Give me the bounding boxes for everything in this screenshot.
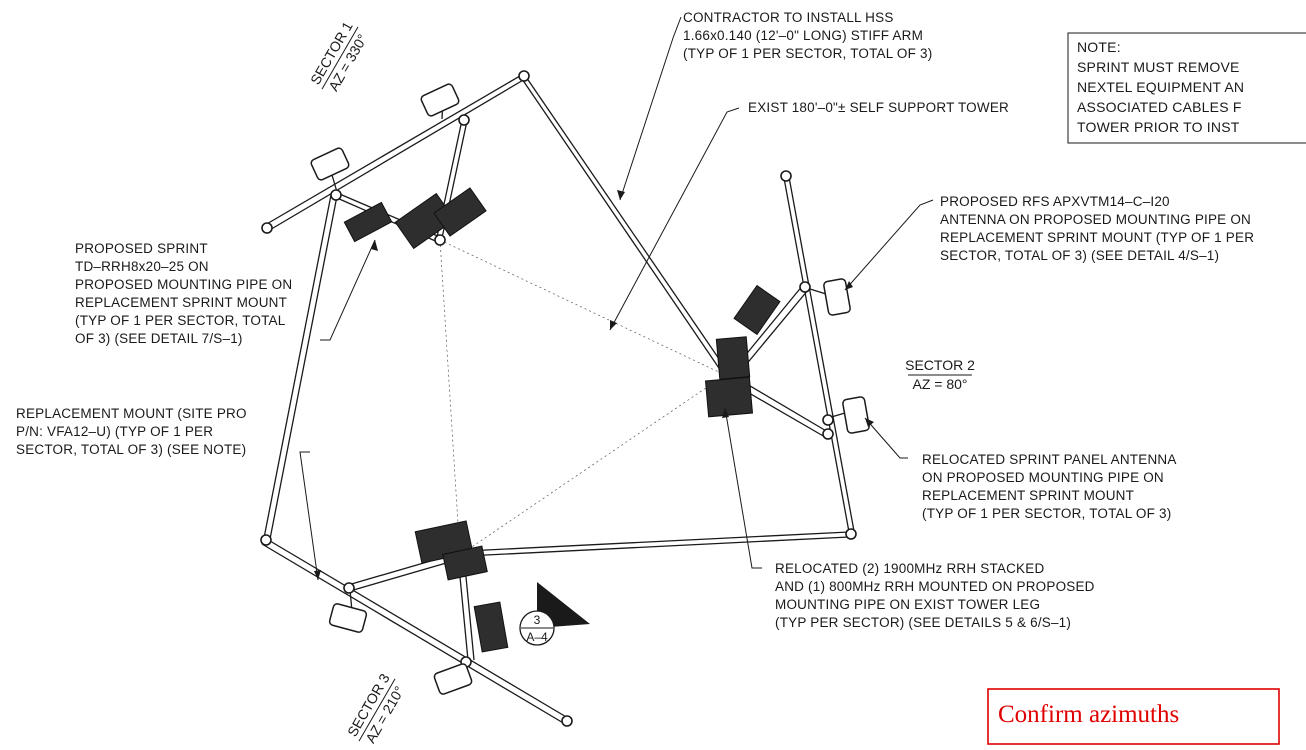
svg-text:(TYP OF 1 PER SECTOR, TOTAL OF: (TYP OF 1 PER SECTOR, TOTAL OF 3)	[683, 46, 932, 61]
svg-text:SECTOR, TOTAL OF 3) (SEE DETAI: SECTOR, TOTAL OF 3) (SEE DETAIL 4/S–1)	[940, 248, 1219, 263]
svg-text:CONTRACTOR TO INSTALL HSS: CONTRACTOR TO INSTALL HSS	[683, 10, 894, 25]
callout-sprint-rrh: PROPOSED SPRINT TD–RRH8x20–25 ON PROPOSE…	[75, 241, 292, 346]
sector-3-proposed-rrh	[473, 601, 509, 653]
detail-tag-number: 3	[534, 613, 541, 627]
sector-1-proposed-rrh	[343, 201, 393, 243]
note-line: SPRINT MUST REMOVE	[1077, 59, 1240, 75]
svg-text:SECTOR, TOTAL OF 3) (SEE NOTE): SECTOR, TOTAL OF 3) (SEE NOTE)	[16, 442, 246, 457]
callout-rfs-antenna: PROPOSED RFS APXVTM14–C–I20 ANTENNA ON P…	[940, 194, 1254, 263]
svg-text:REPLACEMENT SPRINT MOUNT (TYP: REPLACEMENT SPRINT MOUNT (TYP OF 1 PER	[940, 230, 1254, 245]
sector-3-antenna	[328, 603, 368, 633]
svg-text:PROPOSED SPRINT: PROPOSED SPRINT	[75, 241, 208, 256]
callout-contractor: CONTRACTOR TO INSTALL HSS 1.66x0.140 (12…	[683, 10, 932, 61]
sector-2-antenna	[842, 396, 870, 434]
leader-lines	[299, 16, 934, 581]
sector-1-rrh	[433, 187, 487, 237]
note-box: NOTE: SPRINT MUST REMOVE NEXTEL EQUIPMEN…	[1067, 32, 1306, 144]
svg-text:OF 3) (SEE DETAIL 7/S–1): OF 3) (SEE DETAIL 7/S–1)	[75, 331, 243, 346]
tower-leg-sightlines	[439, 239, 726, 556]
sector-2-rrh	[704, 376, 754, 418]
sector-1-antenna	[310, 147, 350, 181]
svg-text:MOUNTING PIPE ON EXIST TOWER L: MOUNTING PIPE ON EXIST TOWER LEG	[775, 597, 1040, 612]
sector-3-label: SECTOR 3 AZ = 210°	[344, 671, 407, 746]
detail-tag-sheet: A–4	[526, 630, 548, 644]
svg-text:AZ = 80°: AZ = 80°	[912, 376, 967, 392]
svg-text:REPLACEMENT SPRINT MOUNT: REPLACEMENT SPRINT MOUNT	[922, 488, 1134, 503]
note-line: NEXTEL EQUIPMENT AN	[1077, 79, 1244, 95]
sector-2-proposed-rrh	[733, 284, 781, 336]
svg-text:RELOCATED SPRINT PANEL ANTENNA: RELOCATED SPRINT PANEL ANTENNA	[922, 452, 1177, 467]
svg-text:AND (1) 800MHz RRH MOUNTED ON: AND (1) 800MHz RRH MOUNTED ON PROPOSED	[775, 579, 1095, 594]
sector-2-rrh	[715, 336, 751, 380]
note-line: ASSOCIATED CABLES F	[1077, 99, 1242, 115]
sector-1-antenna	[420, 83, 460, 117]
note-title: NOTE:	[1077, 39, 1121, 55]
svg-text:PROPOSED RFS APXVTM14–C–I20: PROPOSED RFS APXVTM14–C–I20	[940, 194, 1170, 209]
callout-replacement-mount: REPLACEMENT MOUNT (SITE PRO P/N: VFA12–U…	[16, 406, 247, 457]
svg-text:REPLACEMENT MOUNT (SITE PRO: REPLACEMENT MOUNT (SITE PRO	[16, 406, 247, 421]
sector-2-antenna	[823, 278, 851, 316]
sector-1-mount	[264, 72, 526, 244]
leader-arrowheads	[314, 190, 874, 580]
svg-text:EXIST 180'–0"± SELF SUPPORT TO: EXIST 180'–0"± SELF SUPPORT TOWER	[748, 100, 1009, 115]
svg-text:(TYP OF 1 PER SECTOR, TOTAL: (TYP OF 1 PER SECTOR, TOTAL	[75, 313, 286, 328]
callout-tower: EXIST 180'–0"± SELF SUPPORT TOWER	[748, 100, 1009, 115]
svg-text:(TYP OF 1 PER SECTOR, TOTAL OF: (TYP OF 1 PER SECTOR, TOTAL OF 3)	[922, 506, 1171, 521]
svg-text:ON PROPOSED MOUNTING PIPE ON: ON PROPOSED MOUNTING PIPE ON	[922, 470, 1164, 485]
svg-text:RELOCATED (2) 1900MHz RRH STAC: RELOCATED (2) 1900MHz RRH STACKED	[775, 561, 1044, 576]
svg-text:(TYP PER SECTOR) (SEE DETAILS: (TYP PER SECTOR) (SEE DETAILS 5 & 6/S–1)	[775, 615, 1071, 630]
mount-clamps	[260, 70, 857, 727]
svg-text:SECTOR 2: SECTOR 2	[905, 357, 975, 373]
callout-relocated-panel: RELOCATED SPRINT PANEL ANTENNA ON PROPOS…	[922, 452, 1177, 521]
svg-text:PROPOSED MOUNTING PIPE ON: PROPOSED MOUNTING PIPE ON	[75, 277, 292, 292]
rrh-units	[343, 187, 781, 653]
svg-text:REPLACEMENT SPRINT MOUNT: REPLACEMENT SPRINT MOUNT	[75, 295, 287, 310]
sector-1-label: SECTOR 1 AZ = 330°	[307, 19, 370, 94]
svg-text:P/N: VFA12–U) (TYP OF 1 PER: P/N: VFA12–U) (TYP OF 1 PER	[16, 424, 213, 439]
note-line: TOWER PRIOR TO INST	[1077, 119, 1240, 135]
svg-text:1.66x0.140 (12'–0" LONG) STIFF: 1.66x0.140 (12'–0" LONG) STIFF ARM	[683, 28, 923, 43]
panel-antennas	[310, 83, 870, 695]
stiff-arms	[263, 73, 850, 557]
detail-tag: 3 A–4	[519, 582, 590, 646]
svg-text:TD–RRH8x20–25 ON: TD–RRH8x20–25 ON	[75, 259, 209, 274]
sector-3-rrh	[442, 545, 488, 581]
callout-relocated-rrh: RELOCATED (2) 1900MHz RRH STACKED AND (1…	[775, 561, 1095, 630]
revision-note-text: Confirm azimuths	[998, 701, 1179, 728]
sector-3-antenna	[433, 663, 473, 695]
svg-text:ANTENNA ON PROPOSED MOUNTING P: ANTENNA ON PROPOSED MOUNTING PIPE ON	[940, 212, 1251, 227]
revision-note: Confirm azimuths	[987, 688, 1280, 745]
sector-2-mount	[729, 176, 855, 533]
sector-2-label: SECTOR 2 AZ = 80°	[905, 357, 975, 392]
